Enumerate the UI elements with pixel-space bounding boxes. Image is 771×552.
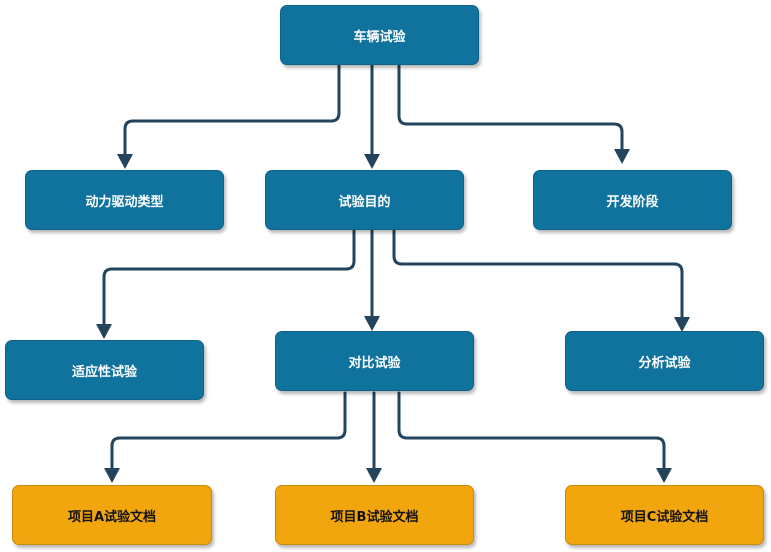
node-vehicle-test[interactable]: 车辆试验 [280,5,479,65]
node-powertrain-type-label: 动力驱动类型 [85,194,164,210]
node-project-a-doc[interactable]: 项目A试验文档 [12,485,212,545]
edge-root-stage [397,64,624,153]
node-project-b-doc[interactable]: 项目B试验文档 [275,485,474,545]
node-analysis-test[interactable]: 分析试验 [565,331,764,391]
edge-purpose-adaptability [102,229,356,328]
arrowhead-purpose [364,154,380,169]
node-comparison-test[interactable]: 对比试验 [275,331,474,391]
node-adaptability-test-label: 适应性试验 [71,364,137,380]
arrowhead-comparison [364,316,380,331]
node-powertrain-type[interactable]: 动力驱动类型 [25,170,224,230]
node-development-stage-label: 开发阶段 [606,194,659,210]
node-project-c-doc[interactable]: 项目C试验文档 [565,485,764,545]
node-development-stage[interactable]: 开发阶段 [533,170,732,230]
arrowhead-doc-a [104,468,120,483]
edge-comparison-doc-c [397,391,666,472]
edge-root-powertrain [123,64,341,158]
arrowhead-powertrain [117,154,133,169]
arrowhead-doc-c [656,468,672,483]
node-test-purpose-label: 试验目的 [338,194,391,210]
node-project-c-doc-label: 项目C试验文档 [620,509,709,525]
node-vehicle-test-label: 车辆试验 [353,29,406,45]
arrowhead-adaptability [96,324,112,339]
node-analysis-test-label: 分析试验 [638,355,691,371]
node-project-a-doc-label: 项目A试验文档 [67,509,157,525]
node-project-b-doc-label: 项目B试验文档 [330,509,419,525]
arrowhead-analysis [674,317,690,332]
edge-purpose-analysis [392,229,684,321]
node-adaptability-test[interactable]: 适应性试验 [5,340,204,400]
arrowhead-doc-b [366,468,382,483]
node-comparison-test-label: 对比试验 [348,355,401,371]
node-test-purpose[interactable]: 试验目的 [265,170,464,230]
arrowhead-stage [614,149,630,164]
edge-comparison-doc-a [110,391,347,472]
